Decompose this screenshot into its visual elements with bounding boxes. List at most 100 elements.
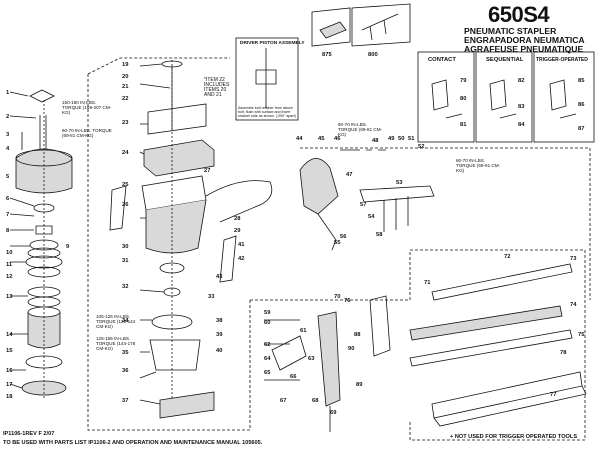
callout-19: 19 — [122, 62, 129, 68]
callout-32: 32 — [122, 284, 128, 290]
accessory-800-box — [351, 3, 411, 47]
operated-trigger — [549, 79, 577, 119]
subtitle-es: ENGRAPADORA NEUMATICA — [464, 35, 585, 45]
sequential-trigger — [489, 79, 517, 119]
callout-41: 41 — [238, 242, 245, 248]
callout-57: 57 — [360, 202, 366, 208]
callout-40: 40 — [216, 348, 222, 354]
contact-box — [417, 51, 475, 143]
callout-51: 51 — [408, 136, 415, 142]
callout-77: 77 — [550, 392, 556, 398]
callout-64: 64 — [264, 356, 271, 362]
callout-25: 25 — [122, 182, 129, 188]
callout-55: 55 — [334, 240, 341, 246]
callout-65: 65 — [264, 370, 271, 376]
callout-5: 5 — [6, 174, 10, 180]
callout-33: 33 — [208, 294, 215, 300]
callout-88: 88 — [354, 332, 361, 338]
callout-81: 81 — [460, 122, 467, 128]
callout-44: 44 — [296, 136, 303, 142]
model-title: 650S4 — [488, 2, 550, 27]
callout-46: 46 — [334, 136, 341, 142]
torque-note-d: 60-70 IN-LBS. TORQUE (69-81 CM-KG) — [456, 158, 501, 173]
callout-29: 29 — [234, 228, 241, 234]
callout-11: 11 — [6, 262, 13, 268]
callout-45: 45 — [318, 136, 325, 142]
callout-26: 26 — [122, 202, 129, 208]
callout-4: 4 — [6, 146, 10, 152]
callout-2: 2 — [6, 114, 9, 120]
callout-16: 16 — [6, 368, 13, 374]
callout-7: 7 — [6, 212, 9, 218]
callout-30: 30 — [122, 244, 128, 250]
trigger-operated-box — [533, 51, 595, 143]
callout-31: 31 — [122, 258, 129, 264]
callout-86: 86 — [578, 102, 585, 108]
callout-24: 24 — [122, 150, 129, 156]
torque-note-b: 60-70 IN-LBS. TORQUE (69-81 CM-KG) — [62, 128, 112, 138]
callout-67: 67 — [280, 398, 286, 404]
callout-73: 73 — [570, 256, 577, 262]
callout-69: 69 — [330, 410, 337, 416]
callout-43: 43 — [216, 274, 223, 280]
callout-1: 1 — [6, 90, 10, 96]
callout-6: 6 — [6, 196, 10, 202]
callout-66: 66 — [290, 374, 297, 380]
callout-84: 84 — [518, 122, 525, 128]
callout-50: 50 — [398, 136, 404, 142]
callout-61: 61 — [300, 328, 307, 334]
callout-68: 68 — [312, 398, 319, 404]
assembly-frame-right — [250, 147, 591, 441]
assembly-frame-left — [87, 57, 251, 431]
footer-revision: IP1106-1REV F 2/07 — [3, 431, 55, 437]
callout-53: 53 — [396, 180, 403, 186]
subtitle-fr: AGRAFEUSE PNEUMATIQUE — [464, 44, 584, 54]
callout-83: 83 — [518, 104, 525, 110]
driver-piston-label: DRIVER PISTON ASSEMBLY — [240, 41, 305, 46]
torque-note-a: 150-180 IN-LBS. TORQUE (169-207 CM-KG) — [62, 100, 112, 115]
callout-23: 23 — [122, 120, 129, 126]
callout-34: 34 — [122, 318, 129, 324]
callout-875: 875 — [322, 52, 332, 58]
callout-90: 90 — [348, 346, 354, 352]
callout-56: 56 — [340, 234, 347, 240]
sequential-box — [475, 51, 533, 143]
callout-63: 63 — [308, 356, 315, 362]
callout-60: 60 — [264, 320, 270, 326]
head-assembly — [299, 149, 435, 251]
driver-note: Assemble bolt retainer from above bolt, … — [238, 106, 296, 118]
callout-82: 82 — [518, 78, 524, 84]
driver-piston-box — [235, 37, 299, 121]
callout-74: 74 — [570, 302, 577, 308]
callout-39: 39 — [216, 332, 223, 338]
callout-21: 21 — [122, 84, 129, 90]
left-component-stack — [15, 89, 73, 400]
central-column — [109, 60, 273, 419]
callout-18: 18 — [6, 394, 13, 400]
callout-48: 48 — [372, 138, 379, 144]
footer-not-used: + NOT USED FOR TRIGGER OPERATED TOOLS — [450, 434, 578, 440]
torque-note-c: 60-70 IN-LBS. TORQUE (69-81 CM-KG) — [338, 122, 383, 137]
lower-nose-assembly — [264, 295, 391, 432]
callout-36: 36 — [122, 368, 129, 374]
callout-10: 10 — [6, 250, 12, 256]
callout-52: 52 — [418, 144, 424, 150]
driver-piston — [255, 48, 277, 108]
callout-72: 72 — [504, 254, 510, 260]
accessory-875-box — [311, 7, 351, 47]
callout-15: 15 — [6, 348, 13, 354]
callout-75: 75 — [578, 332, 585, 338]
callout-9: 9 — [66, 244, 70, 250]
callout-37: 37 — [122, 398, 128, 404]
callout-89: 89 — [356, 382, 363, 388]
callout-14: 14 — [6, 332, 13, 338]
callout-20: 20 — [122, 74, 128, 80]
callout-71: 71 — [424, 280, 431, 286]
callout-49: 49 — [388, 136, 395, 142]
callout-47: 47 — [346, 172, 352, 178]
callout-62: 62 — [264, 342, 270, 348]
contact-trigger — [431, 79, 463, 119]
callout-800: 800 — [368, 52, 378, 58]
callout-12: 12 — [6, 274, 12, 280]
